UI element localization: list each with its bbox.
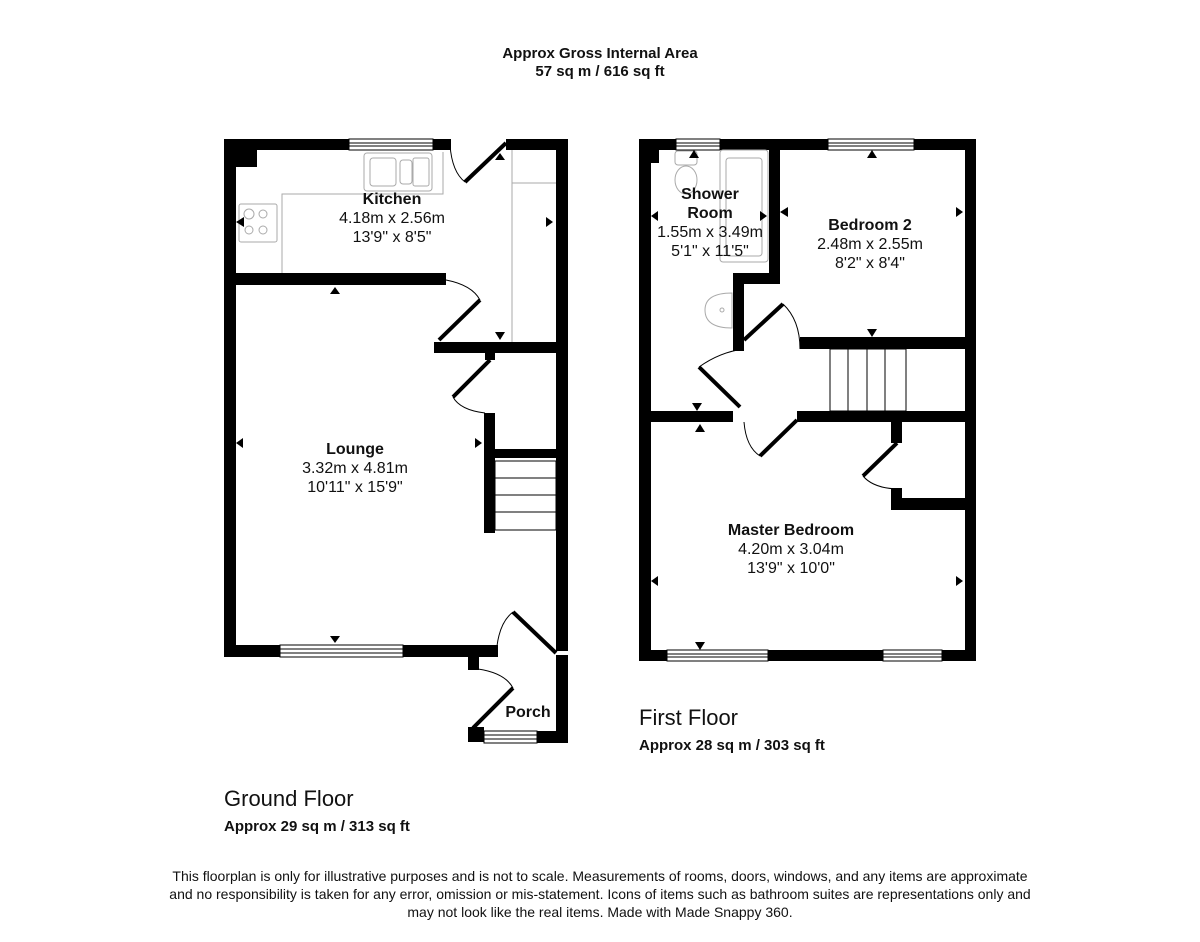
first-windows bbox=[666, 138, 943, 662]
ground-windows bbox=[279, 138, 538, 744]
ground-floor-caption: Ground Floor Approx 29 sq m / 313 sq ft bbox=[224, 786, 410, 835]
ground-floor-title: Ground Floor bbox=[224, 786, 354, 811]
ground-floor-walls bbox=[224, 139, 568, 743]
room-metric: 2.48m x 2.55m bbox=[817, 236, 923, 253]
ground-dimension-arrows bbox=[236, 153, 553, 643]
ground-floor-area: Approx 29 sq m / 313 sq ft bbox=[224, 818, 410, 835]
room-name: Bedroom 2 bbox=[828, 217, 912, 234]
room-porch: Porch bbox=[505, 703, 550, 722]
room-master-bedroom: Master Bedroom 4.20m x 3.04m 13'9" x 10'… bbox=[728, 521, 854, 578]
first-floor-title: First Floor bbox=[639, 705, 738, 730]
room-name: Master Bedroom bbox=[727, 522, 855, 539]
gross-area-title: Approx Gross Internal Area bbox=[502, 45, 698, 62]
first-doors bbox=[697, 302, 899, 490]
room-imperial: 5'1" x 11'5" bbox=[671, 243, 749, 260]
shower-fixtures bbox=[674, 149, 769, 329]
room-imperial: 13'9" x 10'0" bbox=[747, 560, 835, 577]
header: Approx Gross Internal Area 57 sq m / 616… bbox=[0, 45, 1200, 81]
room-metric: 4.20m x 3.04m bbox=[738, 541, 844, 558]
first-dimension-arrows bbox=[651, 150, 963, 650]
first-floor-area: Approx 28 sq m / 303 sq ft bbox=[639, 737, 825, 754]
room-metric: 3.32m x 4.81m bbox=[302, 460, 408, 477]
room-name-line1: Shower bbox=[681, 186, 739, 203]
first-floor-caption: First Floor Approx 28 sq m / 303 sq ft bbox=[639, 705, 825, 754]
room-name-line2: Room bbox=[687, 205, 733, 222]
first-floor-walls bbox=[639, 139, 976, 661]
room-imperial: 8'2" x 8'4" bbox=[835, 255, 905, 272]
room-name: Lounge bbox=[326, 441, 384, 458]
first-stairs bbox=[829, 348, 907, 412]
room-imperial: 10'11" x 15'9" bbox=[307, 479, 403, 496]
kitchen-fixtures bbox=[238, 150, 556, 342]
disclaimer: This floorplan is only for illustrative … bbox=[0, 867, 1200, 921]
gross-area-value: 57 sq m / 616 sq ft bbox=[535, 63, 665, 80]
ground-doors bbox=[437, 141, 558, 730]
disclaimer-line-1: This floorplan is only for illustrative … bbox=[172, 868, 1028, 884]
room-name: Kitchen bbox=[362, 191, 422, 208]
room-shower-room: Shower Room 1.55m x 3.49m 5'1" x 11'5" bbox=[657, 185, 763, 261]
room-imperial: 13'9" x 8'5" bbox=[352, 229, 432, 246]
room-kitchen: Kitchen 4.18m x 2.56m 13'9" x 8'5" bbox=[339, 190, 445, 247]
room-metric: 4.18m x 2.56m bbox=[339, 210, 445, 227]
disclaimer-line-3: may not look like the real items. Made w… bbox=[407, 904, 793, 920]
ground-stairs bbox=[494, 460, 557, 531]
room-bedroom-2: Bedroom 2 2.48m x 2.55m 8'2" x 8'4" bbox=[817, 216, 923, 273]
room-lounge: Lounge 3.32m x 4.81m 10'11" x 15'9" bbox=[302, 440, 408, 497]
room-name: Porch bbox=[505, 704, 551, 721]
room-metric: 1.55m x 3.49m bbox=[657, 224, 763, 241]
disclaimer-line-2: and no responsibility is taken for any e… bbox=[169, 886, 1031, 902]
